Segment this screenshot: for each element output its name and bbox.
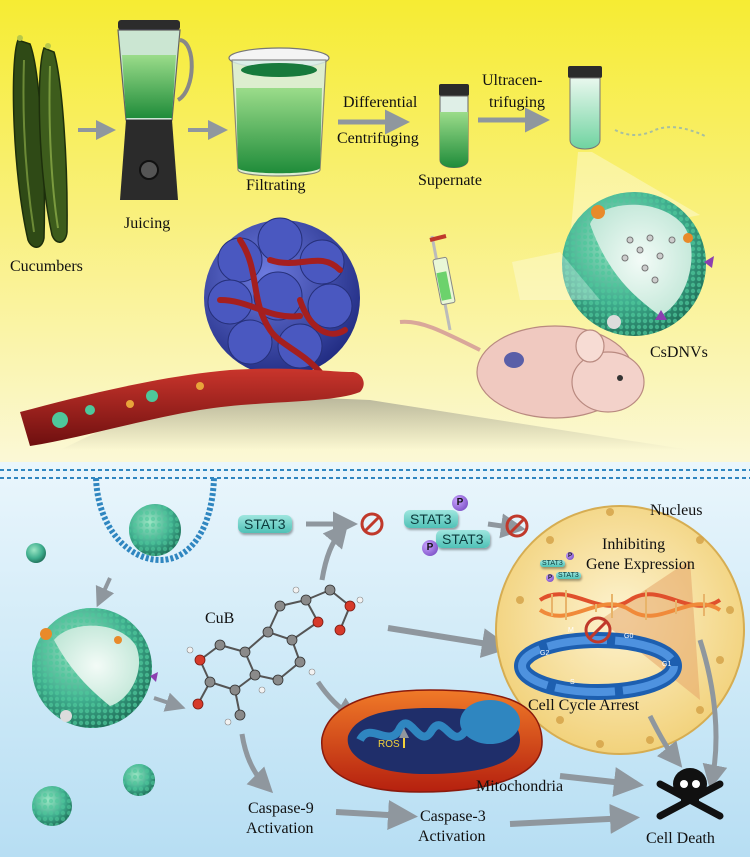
cub-molecule xyxy=(186,584,364,726)
stat3-nuclear-badge-1: STAT3 xyxy=(540,560,565,567)
ultracentrifuge-tube-illustration xyxy=(568,66,602,150)
arrow-mitochondria-to-death xyxy=(559,767,644,797)
small-vesicle-left xyxy=(26,543,46,563)
label-ultracentrifuging-line1: Ultracen- xyxy=(482,72,543,89)
inhibit-icon-phosphorylation xyxy=(360,512,384,536)
label-caspase9-line2: Activation xyxy=(246,820,314,837)
arrow-cub-to-caspase9 xyxy=(239,733,274,794)
label-caspase3-line1: Caspase-3 xyxy=(420,808,486,825)
small-vesicle-endocytosis xyxy=(129,504,181,556)
phosphate-icon: P xyxy=(452,495,468,511)
phosphate-icon: P xyxy=(546,574,554,582)
arrow-caspase9-to-caspase3 xyxy=(335,799,418,830)
csdnv-vesicle-illustration xyxy=(562,126,714,336)
small-vesicle-bottom-left xyxy=(32,786,72,826)
label-gene-expression: Gene Expression xyxy=(586,556,695,573)
phosphate-icon: P xyxy=(566,552,574,560)
mitochondria-illustration xyxy=(321,689,543,793)
cucumber-illustration xyxy=(12,35,68,248)
csdnv-vesicle-intracellular xyxy=(32,608,158,728)
arrow-caspase3-to-death xyxy=(509,803,640,834)
label-caspase3-line2: Activation xyxy=(418,828,486,845)
label-ros: ROS xyxy=(378,739,400,750)
arrow-nucleus-to-death xyxy=(697,639,728,790)
mouse-illustration xyxy=(399,319,645,419)
inhibit-icon-nuclear-entry xyxy=(505,514,529,538)
juicer-illustration xyxy=(117,20,194,200)
phase-g1: G1 xyxy=(662,661,672,668)
stat3-nuclear-badge-2: STAT3 xyxy=(556,572,581,579)
phase-s: S xyxy=(570,679,575,686)
skull-crossbones-icon xyxy=(656,768,724,820)
nucleus-illustration xyxy=(495,505,745,755)
tumor-illustration xyxy=(204,217,360,376)
arrow-cellcycle-to-death xyxy=(647,714,683,768)
arrow-stat3-to-nucleus xyxy=(487,513,526,539)
syringe-illustration xyxy=(429,234,456,331)
stat3-phospho-badge-2: STAT3 xyxy=(436,530,490,548)
label-differential: Differential xyxy=(343,94,418,111)
arrow-vesicle-down xyxy=(95,577,115,608)
label-cub: CuB xyxy=(205,610,235,627)
phase-g2: G2 xyxy=(540,650,550,657)
label-csdnvs: CsDNVs xyxy=(650,344,708,361)
arrow-cub-to-nucleus xyxy=(387,625,512,658)
label-inhibiting: Inhibiting xyxy=(602,536,666,553)
label-supernate: Supernate xyxy=(418,172,482,189)
small-vesicle-bottom-mid xyxy=(123,764,155,796)
blood-vessel-illustration xyxy=(20,368,364,446)
endocytosis-pit xyxy=(93,477,217,564)
arrow-vesicle-to-cub xyxy=(153,692,186,712)
label-mitochondria: Mitochondria xyxy=(476,778,564,795)
phase-m: M xyxy=(568,627,574,634)
label-cucumbers: Cucumbers xyxy=(10,258,83,275)
supernate-tube-illustration xyxy=(439,84,469,168)
phosphate-icon: P xyxy=(422,540,438,556)
filter-beaker-illustration xyxy=(228,47,330,177)
inhibit-icon-cell-cycle xyxy=(584,616,612,644)
label-juicing: Juicing xyxy=(124,215,171,232)
stat3-phospho-badge-1: STAT3 xyxy=(404,510,458,528)
label-cell-cycle-arrest: Cell Cycle Arrest xyxy=(528,697,640,714)
label-filtrating: Filtrating xyxy=(246,177,306,194)
stat3-badge: STAT3 xyxy=(238,515,292,533)
label-caspase9-line1: Caspase-9 xyxy=(248,800,314,817)
label-centrifuging: Centrifuging xyxy=(337,130,419,147)
arrow-cub-to-stat3 xyxy=(319,522,349,581)
label-cell-death: Cell Death xyxy=(646,830,715,847)
zoom-beam-mouse xyxy=(512,252,600,300)
label-ultracentrifuging-line2: trifuging xyxy=(489,94,545,111)
label-nucleus: Nucleus xyxy=(650,502,703,519)
phase-g0: G0 xyxy=(624,633,634,640)
